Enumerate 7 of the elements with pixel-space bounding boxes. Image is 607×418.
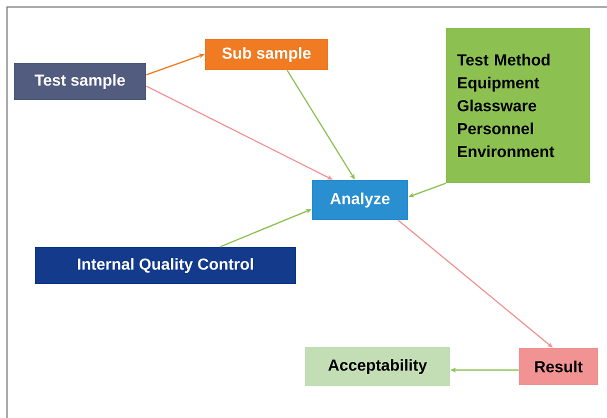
process-box: Sub sample — [205, 39, 328, 70]
process-box: Test sample — [14, 63, 146, 100]
process-box: Analyze — [312, 180, 408, 220]
process-box: Acceptability — [305, 347, 450, 386]
factors-box: Test Method Equipment Glassware Personnel Environment — [446, 28, 590, 183]
process-box: Result — [519, 348, 598, 385]
process-box: Internal Quality Control — [35, 247, 296, 284]
